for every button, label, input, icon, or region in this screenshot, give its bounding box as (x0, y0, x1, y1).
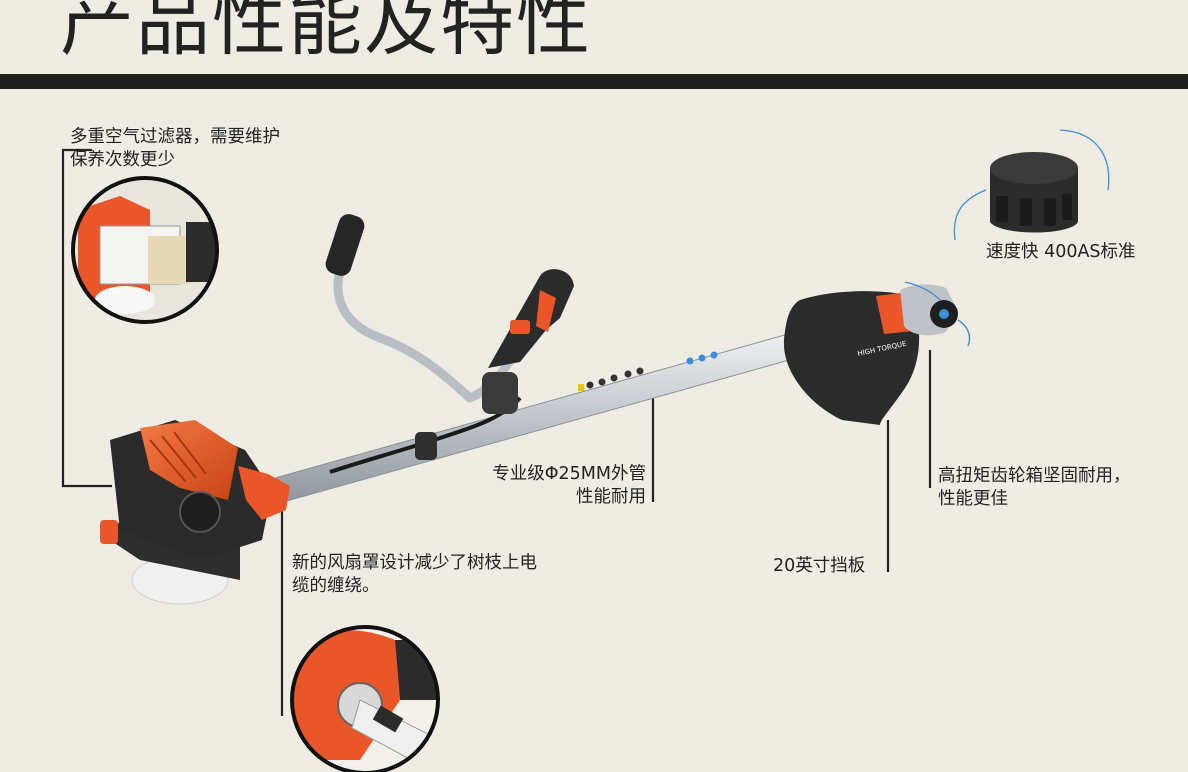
air-filter-leader-line (61, 148, 112, 488)
fan-cover-caption-line2: 缆的缠绕。 (292, 576, 380, 596)
trimmer-head-caption: 速度快 400AS标准 (986, 241, 1136, 264)
gearbox-caption: 高扭矩齿轮箱坚固耐用， 性能更佳 (938, 465, 1131, 511)
handlebar (325, 214, 574, 460)
callout-lines (61, 148, 932, 716)
title-divider-bar (0, 74, 1188, 89)
page-title: 产品性能及特性 (60, 0, 592, 66)
fan-cover-caption: 新的风扇罩设计减少了树枝上电 缆的缠绕。 (292, 552, 537, 598)
guard-caption: 20英寸挡板 (773, 555, 865, 578)
shaft-caption-line2: 性能耐用 (576, 487, 646, 507)
air-filter-inset (71, 176, 219, 324)
shaft-caption-line1: 专业级Φ25MM外管 (492, 464, 646, 484)
fan-cover-caption-line1: 新的风扇罩设计减少了树枝上电 (292, 553, 537, 573)
trimmer-head (953, 129, 1110, 241)
trimmer-head-caption-text: 速度快 400AS标准 (986, 242, 1136, 262)
gearbox-caption-line2: 性能更佳 (938, 489, 1008, 509)
fan-cover-inset (290, 625, 440, 772)
throttle-cable (329, 396, 522, 474)
air-filter-caption: 多重空气过滤器，需要维护 保养次数更少 (70, 126, 280, 172)
shaft-caption: 专业级Φ25MM外管 性能耐用 (470, 463, 646, 509)
air-filter-caption-line1: 多重空气过滤器，需要维护 (70, 127, 280, 147)
gearbox-caption-line1: 高扭矩齿轮箱坚固耐用， (938, 466, 1131, 486)
guard-and-gearbox: HIGH TORQUE (783, 281, 971, 425)
air-filter-caption-line2: 保养次数更少 (70, 150, 175, 170)
engine (100, 420, 290, 605)
guard-caption-text: 20英寸挡板 (773, 556, 866, 576)
